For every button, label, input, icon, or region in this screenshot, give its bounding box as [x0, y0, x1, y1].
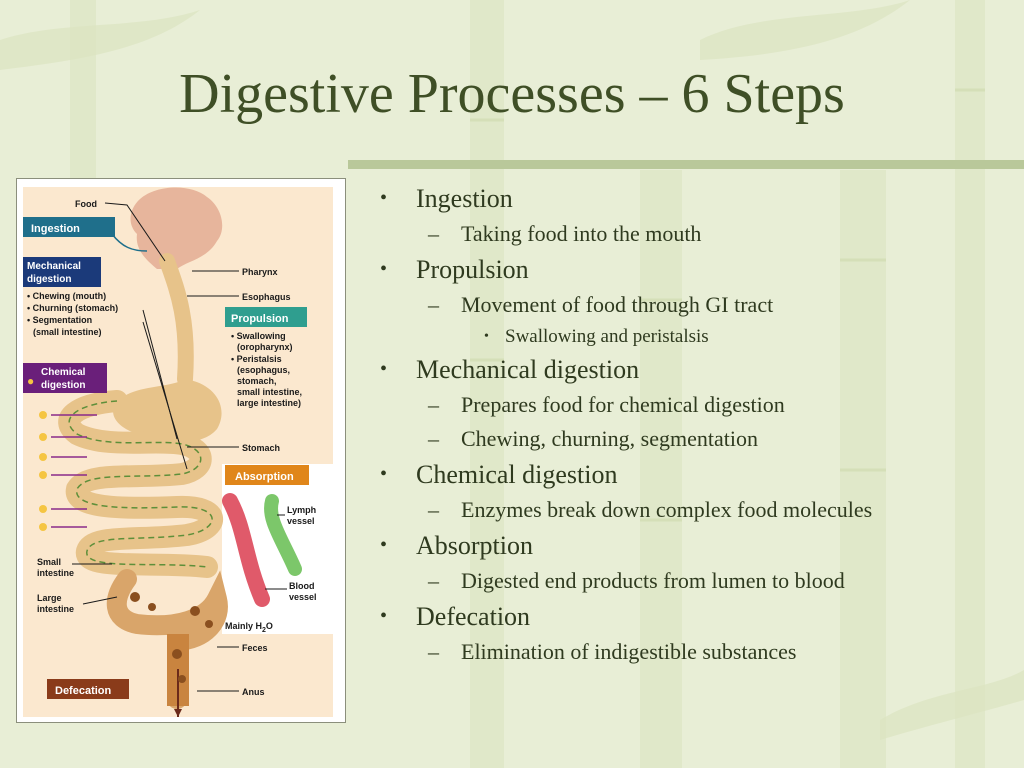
lymph-vessel-label-2: vessel — [287, 516, 315, 526]
stomach-shape — [113, 379, 222, 443]
mechanical-box — [23, 257, 101, 287]
mechanical-list-2: • Churning (stomach) — [27, 303, 118, 313]
subbullet-movement: –Movement of food through GI tract — [428, 292, 774, 317]
ingestion-box — [23, 217, 115, 237]
propulsion-box-label: Propulsion — [231, 313, 289, 325]
slide-title: Digestive Processes – 6 Steps — [179, 63, 845, 125]
droplet-icon: ● — [27, 374, 34, 388]
large-intestine-label-2: intestine — [37, 604, 74, 614]
subbullet-prepares: –Prepares food for chemical digestion — [428, 392, 785, 417]
mechanical-list-4: (small intestine) — [33, 327, 102, 337]
bullet-chemical: •Chemical digestion — [380, 460, 618, 489]
subbullet-chewing: –Chewing, churning, segmentation — [428, 426, 758, 451]
propulsion-list-4: (esophagus, — [237, 365, 290, 375]
mechanical-box-label-2: digestion — [27, 274, 71, 285]
blood-vessel-label-1: Blood — [289, 581, 315, 591]
lymph-vessel-label-1: Lymph — [287, 505, 316, 515]
absorption-box-label: Absorption — [235, 471, 294, 483]
food-label: Food — [75, 199, 97, 209]
mechanical-list-1: • Chewing (mouth) — [27, 291, 106, 301]
blood-vessel-label-2: vessel — [289, 592, 317, 602]
subsubbullet-swallowing: •Swallowing and peristalsis — [484, 326, 709, 347]
chemical-box — [23, 363, 107, 393]
absorption-box — [225, 465, 309, 485]
enzyme-arrows — [39, 411, 47, 531]
chemical-box-label-2: digestion — [41, 380, 85, 391]
head-shape — [130, 187, 223, 269]
bullet-ingestion: •Ingestion — [380, 184, 513, 213]
mechanical-box-label-1: Mechanical — [27, 261, 81, 272]
defecation-box — [47, 679, 129, 699]
anus-label: Anus — [242, 687, 265, 697]
digestive-process-figure: Ingestion Mechanical digestion • Chewing… — [16, 178, 346, 723]
stomach-label: Stomach — [242, 443, 280, 453]
large-intestine-tube — [106, 569, 228, 709]
blood-vessel — [222, 493, 270, 607]
small-intestine-label-1: Small — [37, 557, 61, 567]
mechanical-list-3: • Segmentation — [27, 315, 92, 325]
subbullet-enzymes: –Enzymes break down complex food molecul… — [428, 497, 873, 522]
mainly-water-label: Mainly H2O — [225, 621, 273, 634]
propulsion-list-3: • Peristalsis — [231, 354, 282, 364]
feces-label: Feces — [242, 643, 268, 653]
subbullet-digested: –Digested end products from lumen to blo… — [428, 568, 845, 593]
propulsion-list-7: large intestine) — [237, 398, 301, 408]
subbullet-taking-food: –Taking food into the mouth — [428, 221, 702, 246]
propulsion-list-2: (oropharynx) — [237, 342, 293, 352]
large-intestine-label-1: Large — [37, 593, 62, 603]
bullet-propulsion: •Propulsion — [380, 255, 529, 284]
bullet-absorption: •Absorption — [380, 531, 533, 560]
esophagus-label: Esophagus — [242, 292, 291, 302]
lymph-vessel — [264, 494, 302, 576]
chemical-box-label-1: Chemical — [41, 367, 86, 378]
ingestion-box-label: Ingestion — [31, 223, 80, 235]
propulsion-list-1: • Swallowing — [231, 331, 286, 341]
title-divider — [348, 160, 1024, 169]
bullet-defecation: •Defecation — [380, 602, 531, 631]
bullet-mechanical: •Mechanical digestion — [380, 355, 640, 384]
pharynx-label: Pharynx — [242, 267, 278, 277]
bullet-list: •Ingestion –Taking food into the mouth •… — [380, 180, 1010, 669]
subbullet-elimination: –Elimination of indigestible substances — [428, 639, 797, 664]
defecation-box-label: Defecation — [55, 685, 112, 697]
propulsion-list-5: stomach, — [237, 376, 277, 386]
propulsion-box — [225, 307, 307, 327]
small-intestine-label-2: intestine — [37, 568, 74, 578]
propulsion-list-6: small intestine, — [237, 387, 302, 397]
esophagus-tube — [159, 253, 194, 387]
